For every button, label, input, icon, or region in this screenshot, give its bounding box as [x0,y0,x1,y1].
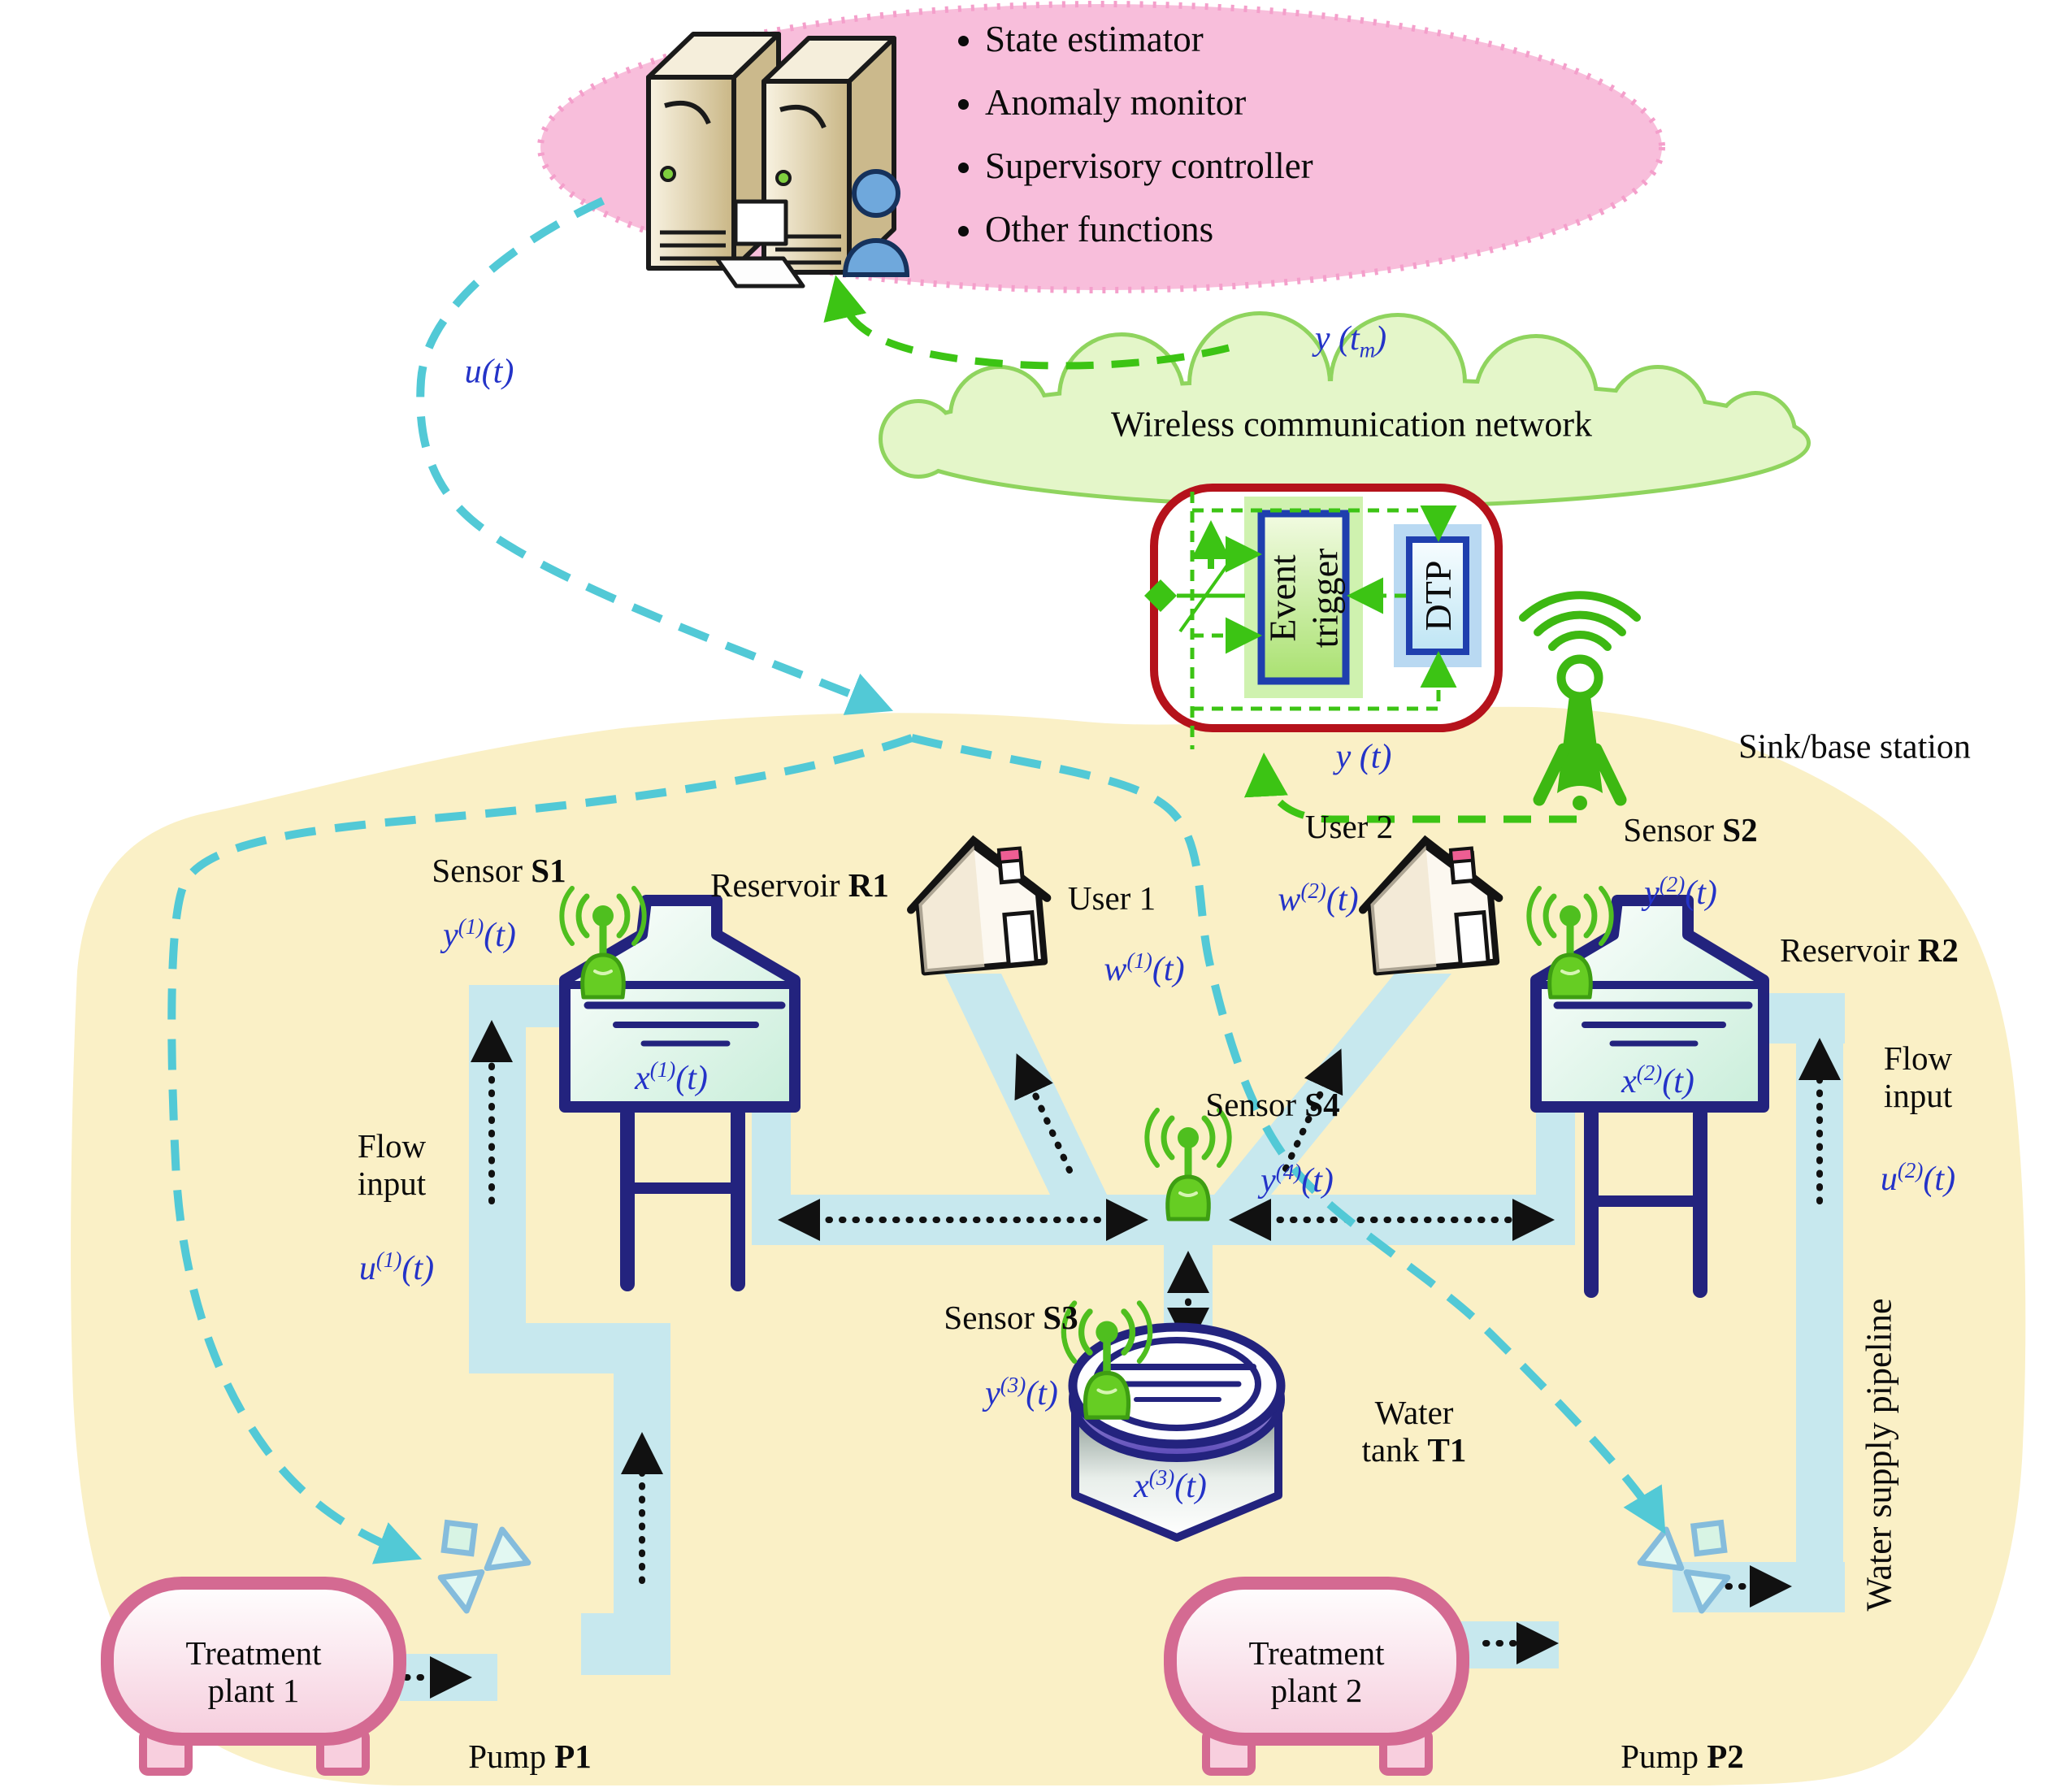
person-icon [842,169,910,277]
label-reservoir-r1: Reservoir R1 [710,866,889,905]
comm-links [823,275,1577,823]
u-path-to-p1 [167,734,913,1564]
label-x3: x(3)(t) [1134,1464,1207,1505]
label-dtp: DTP [1417,560,1460,631]
label-user2: User 2 [1304,808,1394,846]
flow-arrows [403,1020,1841,1699]
label-w1: w(1)(t) [1104,948,1185,988]
label-pump-p2: Pump P2 [1621,1738,1744,1776]
label-user1: User 1 [1067,879,1156,918]
link-sink-to-eventbox [1243,753,1577,823]
label-x1: x(1)(t) [635,1057,708,1097]
label-y1: y(1)(t) [443,913,516,954]
link-cloud-to-scada [823,275,1230,370]
label-event-trigger: Event trigger [1261,548,1345,649]
u-path-main [416,197,894,715]
control-links [167,197,1666,1564]
label-sensor-s4: Sensor S4 [1205,1086,1340,1124]
label-y-tm: y (tm) [1314,320,1387,362]
label-sensor-s1: Sensor S1 [432,852,566,890]
scada-function: Supervisory controller [985,145,1313,187]
label-pump-p1: Pump P1 [468,1738,592,1776]
label-u2: u(2)(t) [1880,1157,1956,1198]
label-water-supply-pipeline: Water supply pipeline [1859,1298,1899,1612]
label-x2: x(2)(t) [1621,1060,1694,1100]
label-y-t: y (t) [1335,738,1392,776]
scada-function: Anomaly monitor [985,81,1313,124]
label-y4: y(4)(t) [1260,1159,1334,1200]
u-path-to-p2 [910,734,1666,1534]
label-y3: y(3)(t) [985,1372,1058,1412]
label-w2: w(2)(t) [1278,878,1359,918]
label-y2: y(2)(t) [1644,871,1717,912]
reservoir-r1-icon [559,895,801,1291]
label-u1: u(1)(t) [358,1247,435,1287]
scada-function: State estimator [985,18,1313,60]
scada-function-list: State estimator Anomaly monitor Supervis… [949,18,1313,271]
label-u-t: u(t) [464,353,514,391]
label-reservoir-r2: Reservoir R2 [1780,931,1959,970]
label-sink-station: Sink/base station [1738,728,1971,766]
label-wireless-network: Wireless communication network [1110,404,1593,445]
event-trigger-box [1144,484,1503,749]
label-sensor-s3: Sensor S3 [944,1299,1078,1337]
label-water-tank-t1: Water tank T1 [1361,1394,1467,1469]
server-icon [646,32,896,289]
switch-icon [1144,559,1245,633]
scada-function: Other functions [985,208,1313,250]
reservoir-r2-icon [1530,895,1769,1298]
label-sensor-s2: Sensor S2 [1623,811,1758,849]
